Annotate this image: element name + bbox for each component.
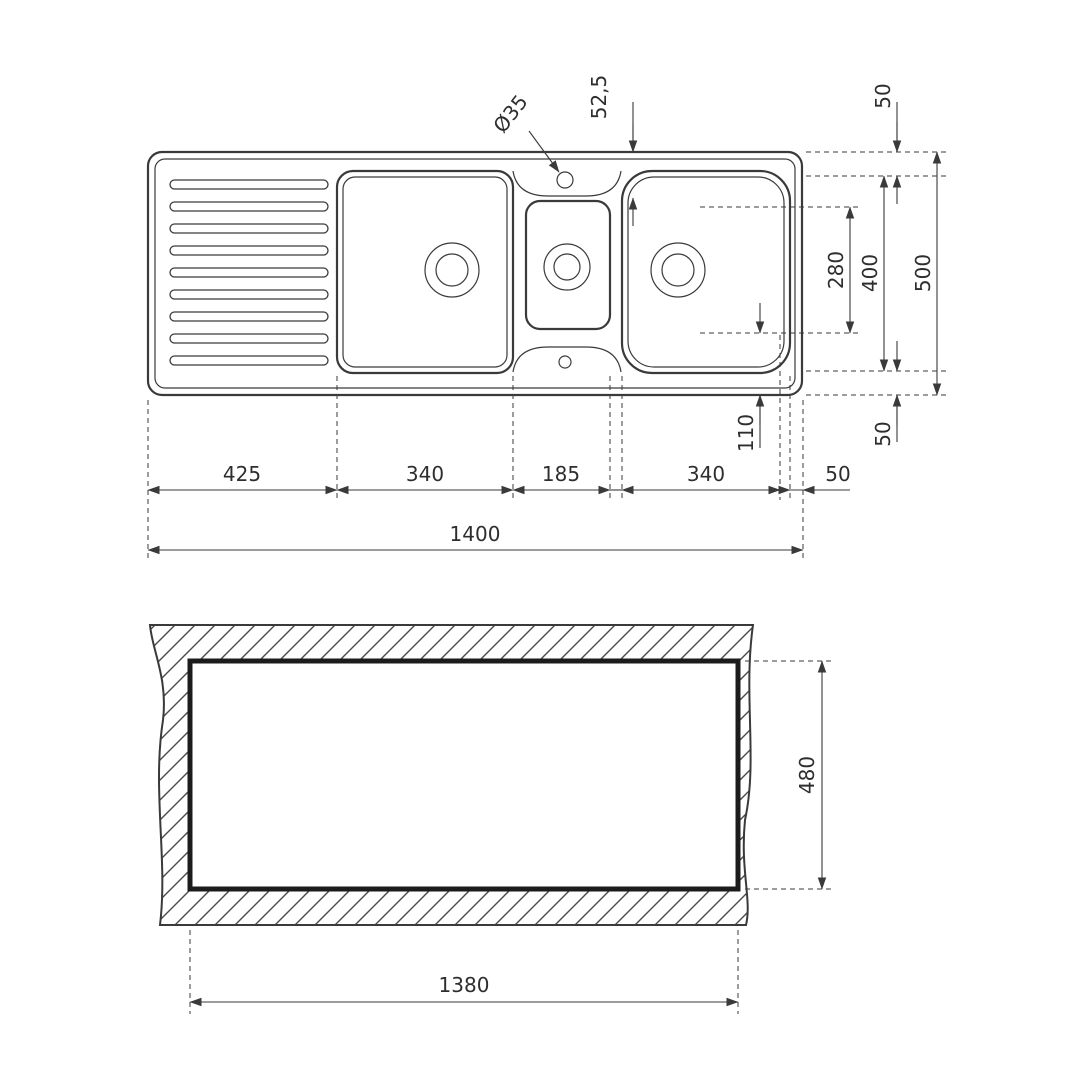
dim-middle-bowl-width: 185	[542, 462, 580, 486]
dim-overall-depth: 500	[911, 254, 935, 292]
left-bowl	[335, 169, 515, 375]
cutout-view: 480 1380	[148, 624, 834, 1014]
dim-tap-hole-diameter: Ø35	[488, 90, 532, 137]
dim-right-bowl-width: 340	[687, 462, 725, 486]
dim-right-bowl-depth: 280	[824, 251, 848, 289]
sink-top-view	[146, 150, 804, 397]
drainboard	[169, 179, 329, 366]
cutout-opening	[187, 658, 741, 892]
dim-inner-depth: 400	[858, 254, 882, 292]
dim-drain-offset: 110	[734, 414, 758, 452]
dim-drainboard-width: 425	[223, 462, 261, 486]
tap-hole-leader	[528, 130, 560, 173]
deck-top-contour	[512, 170, 622, 197]
left-drain	[424, 242, 480, 298]
sink-inner-rim	[154, 158, 796, 389]
dim-cutout-height: 480	[795, 756, 819, 794]
dim-bottom-edge-offset: 50	[871, 421, 895, 446]
tap-hole	[556, 171, 574, 189]
dim-cutout-width: 1380	[439, 973, 490, 997]
dim-tap-hole-offset: 52,5	[587, 75, 611, 120]
dim-left-bowl-width: 340	[406, 462, 444, 486]
middle-bowl	[524, 199, 612, 331]
deck-bottom-contour	[512, 346, 622, 373]
dim-right-edge-offset: 50	[825, 462, 850, 486]
right-drain	[650, 242, 706, 298]
dim-top-edge-offset: 50	[871, 83, 895, 108]
dim-overall-width: 1400	[450, 522, 501, 546]
middle-drain	[543, 243, 591, 291]
sink-outer-edge	[146, 150, 804, 397]
overflow-hole	[558, 355, 572, 369]
right-bowl	[620, 169, 792, 375]
top-view-dimensions: 425 340 185 340 50 1400 280 400 500 50 5…	[147, 75, 947, 560]
